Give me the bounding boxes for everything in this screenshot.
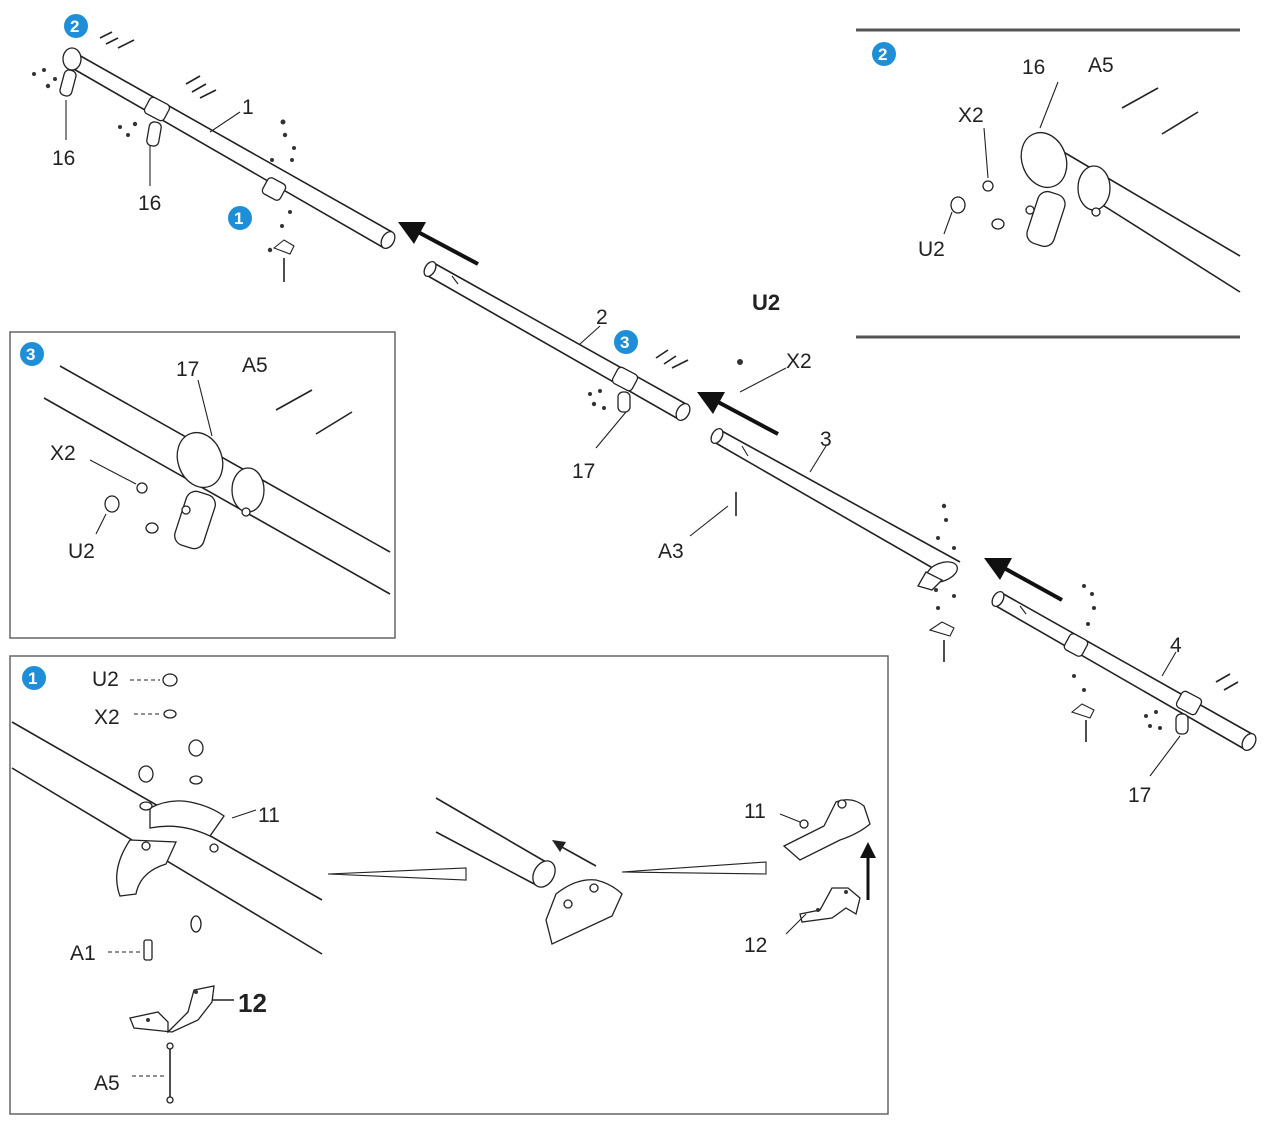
- inset-2-frame: [856, 28, 1240, 339]
- label-part-3: 3: [820, 428, 832, 451]
- inset-3-label-x2: X2: [50, 442, 76, 465]
- leader-17b: [1149, 735, 1181, 777]
- inset-1-label-11: 11: [258, 804, 280, 827]
- inset-1-label-12: 12: [238, 988, 267, 1018]
- inset-2-label-16: 16: [1022, 56, 1045, 79]
- label-part-16a: 16: [52, 147, 75, 170]
- label-x2-main: X2: [786, 350, 812, 373]
- small-hardware-dots-tube-1: [32, 68, 296, 282]
- inset-2-label-a5: A5: [1088, 54, 1114, 77]
- inset-2-label-x2: X2: [958, 104, 984, 127]
- inset-1-label-12-right: 12: [744, 934, 767, 957]
- svg-text:3: 3: [26, 345, 35, 364]
- leader-17a: [595, 411, 627, 449]
- small-hardware-dots-tube-3: [735, 492, 956, 662]
- tube-2: [423, 260, 691, 422]
- svg-text:1: 1: [234, 209, 243, 228]
- svg-text:1: 1: [28, 669, 37, 688]
- inset-2-label-u2: U2: [918, 238, 945, 261]
- callout-badge-1-main: 1: [228, 206, 252, 230]
- label-part-2: 2: [596, 306, 608, 329]
- arrow-tube-2-to-1: [398, 222, 479, 266]
- leader-a3: [689, 505, 729, 537]
- label-part-4: 4: [1170, 634, 1182, 657]
- inset-2-drawing: 2: [872, 42, 1241, 293]
- label-part-17b: 17: [1128, 784, 1151, 807]
- tube-4: [991, 590, 1257, 752]
- svg-text:2: 2: [878, 45, 887, 64]
- inset-3-frame: [9, 331, 396, 639]
- leader-x2-main: [739, 367, 787, 393]
- callout-badge-3-main: 3: [614, 330, 638, 354]
- label-part-17a: 17: [572, 460, 595, 483]
- inset-1-label-11-right: 11: [744, 800, 766, 823]
- inset-1-label-u2: U2: [92, 668, 119, 691]
- bolts-tube-1: [99, 31, 217, 99]
- svg-text:2: 2: [70, 17, 79, 36]
- label-a3: A3: [658, 540, 684, 563]
- inset-1-drawing: 1: [11, 666, 876, 1104]
- callout-badge-2-main: 2: [64, 14, 88, 38]
- leader-4: [1161, 651, 1177, 677]
- leader-3: [809, 445, 827, 473]
- arrow-tube-3-to-2: [697, 392, 779, 436]
- inset-3-label-a5: A5: [242, 354, 268, 377]
- tube-1: [59, 47, 396, 250]
- arrow-tube-4-to-3: [984, 558, 1063, 602]
- inset-1-frame: [9, 655, 889, 1115]
- inset-3-label-u2: U2: [68, 540, 95, 563]
- leader-2: [579, 325, 601, 345]
- label-u2-main: U2: [752, 290, 780, 315]
- inset-3-label-17: 17: [176, 358, 199, 381]
- inset-3-drawing: 3: [20, 342, 391, 595]
- label-part-16b: 16: [138, 192, 161, 215]
- tube-3: [710, 427, 961, 591]
- svg-text:3: 3: [620, 333, 629, 352]
- leader-1: [209, 111, 241, 133]
- small-hardware-dots-tube-4: [1070, 584, 1239, 742]
- inset-1-label-a1: A1: [70, 942, 96, 965]
- inset-1-label-a5: A5: [94, 1072, 120, 1095]
- small-hardware-dots-tube-2: [588, 349, 689, 410]
- inset-1-label-x2: X2: [94, 706, 120, 729]
- label-part-1: 1: [242, 96, 254, 119]
